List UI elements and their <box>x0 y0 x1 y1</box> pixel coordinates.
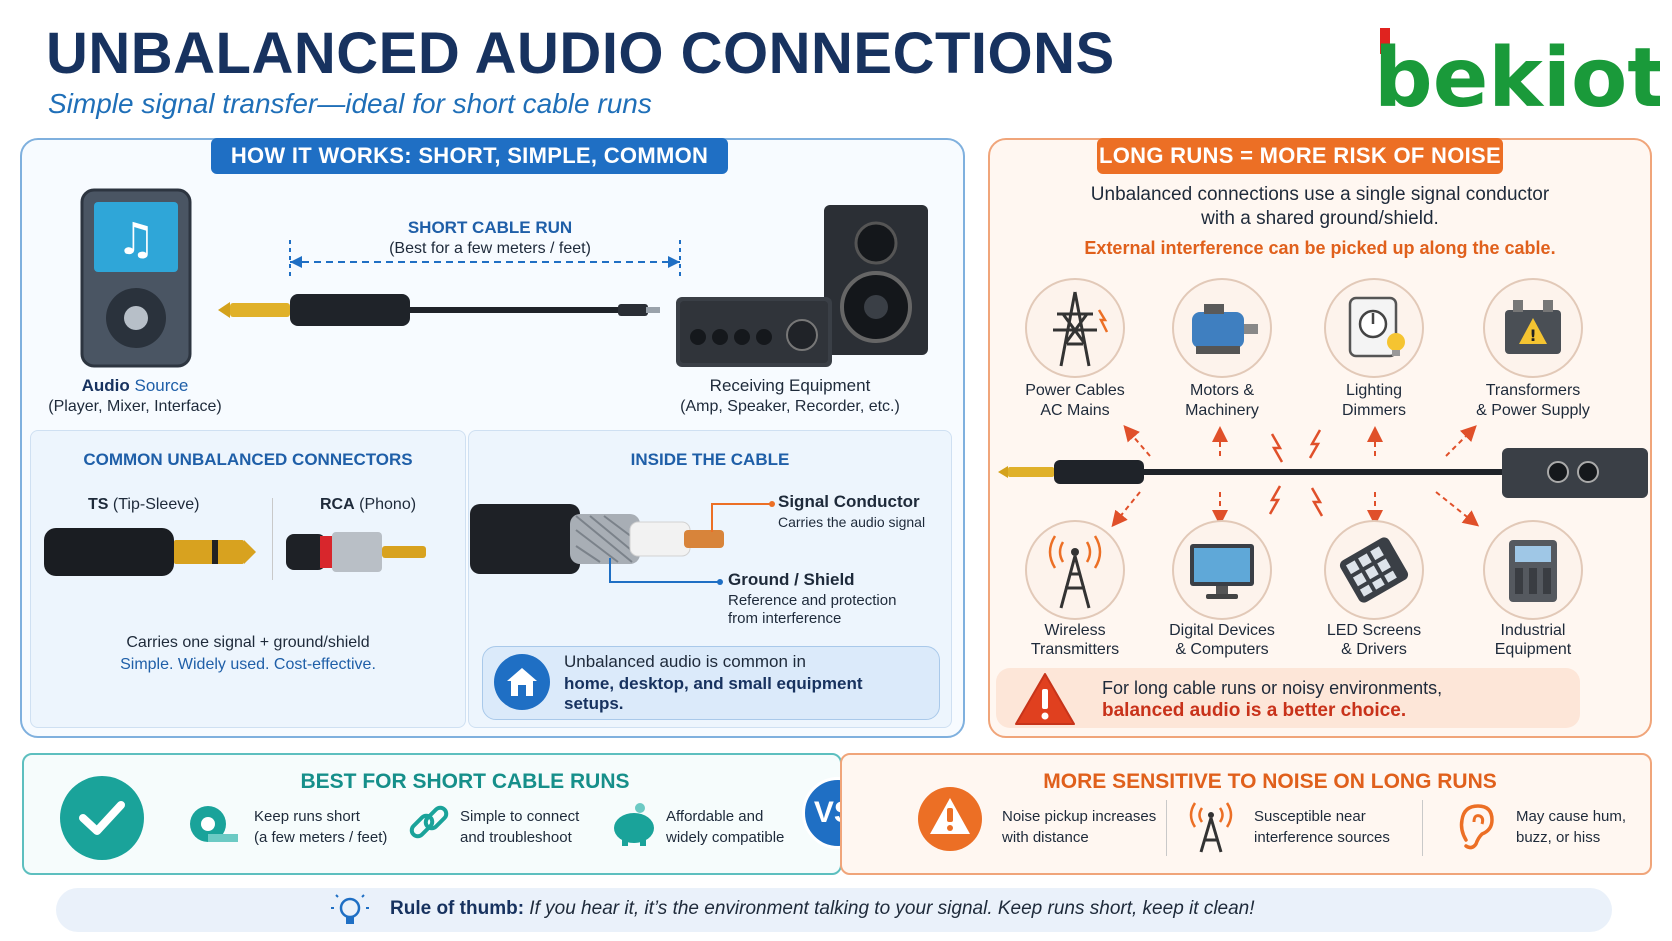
rule-of-thumb-text: Rule of thumb: If you hear it, it’s the … <box>390 898 1255 919</box>
tape-measure-icon <box>190 806 238 842</box>
warning-triangle-icon <box>1015 673 1075 725</box>
audio-source-sub: (Player, Mixer, Interface) <box>48 398 222 415</box>
piggy-bank-icon <box>614 803 654 846</box>
home-icon <box>494 654 550 710</box>
source-label-wireless-2: Transmitters <box>1030 641 1120 658</box>
rca-plug-icon <box>286 532 426 572</box>
source-label-motors-2: Machinery <box>1185 402 1259 419</box>
connector-divider <box>272 498 273 580</box>
noise-item-1-line-2: with distance <box>1002 829 1089 846</box>
noise-warning-icon <box>918 787 982 851</box>
noise-item-1-line-1: Noise pickup increases <box>1002 808 1157 825</box>
source-label-transformers-1: Transformers <box>1485 382 1581 399</box>
best-item-3-line-2: widely compatible <box>666 829 785 846</box>
source-label-industrial-1: Industrial <box>1500 622 1566 639</box>
receiving-equipment-label: Receiving Equipment <box>709 376 871 395</box>
source-label-industrial-2: Equipment <box>1494 641 1572 658</box>
source-label-digital-2: & Computers <box>1175 641 1269 658</box>
source-label-power-2: AC Mains <box>1040 402 1110 419</box>
page-title: UNBALANCED AUDIO CONNECTIONS <box>46 21 1115 86</box>
receiving-equipment-sub: (Amp, Speaker, Recorder, etc.) <box>680 398 900 415</box>
noise-risk-heading: LONG RUNS = MORE RISK OF NOISE <box>1097 138 1503 174</box>
short-cable-run-title: SHORT CABLE RUN <box>407 218 573 237</box>
digital-devices-icon <box>1172 520 1272 620</box>
cable-plug-icon <box>218 294 660 326</box>
ts-plug-icon <box>44 528 256 576</box>
source-label-digital-1: Digital Devices <box>1169 622 1275 639</box>
source-label-led-1: LED Screens <box>1326 622 1422 639</box>
motors-icon <box>1172 278 1272 378</box>
connectors-simple: Simple. Widely used. Cost-effective. <box>120 656 376 673</box>
noise-item-3-line-2: buzz, or hiss <box>1516 829 1601 846</box>
logo-text: bekiot <box>1374 31 1660 116</box>
best-item-1-line-2: (a few meters / feet) <box>254 829 388 846</box>
noise-title: MORE SENSITIVE TO NOISE ON LONG RUNS <box>1043 770 1497 793</box>
signal-conductor-sub: Carries the audio signal <box>778 514 926 530</box>
page-subtitle: Simple signal transfer—ideal for short c… <box>48 88 652 119</box>
best-item-2-line-2: and troubleshoot <box>460 829 572 846</box>
power-cables-icon <box>1025 278 1125 378</box>
inside-cable-title: INSIDE THE CABLE <box>630 450 790 469</box>
antenna-icon <box>1189 802 1233 853</box>
cable-callout-lines <box>609 501 775 585</box>
connectors-panel <box>30 430 466 728</box>
home-line-2: home, desktop, and small equipment <box>564 674 863 693</box>
source-label-led-2: & Drivers <box>1341 641 1407 658</box>
balanced-recommendation <box>996 668 1580 728</box>
connectors-title: COMMON UNBALANCED CONNECTORS <box>83 450 413 469</box>
rule-of-thumb-bar <box>56 888 1612 932</box>
how-it-works-heading: HOW IT WORKS: SHORT, SIMPLE, COMMON <box>211 138 728 174</box>
source-label-lighting-1: Lighting <box>1345 382 1403 399</box>
transformer-icon: ! <box>1483 278 1583 378</box>
noise-item-3-line-1: May cause hum, <box>1516 808 1627 825</box>
source-label-wireless-1: Wireless <box>1044 622 1106 639</box>
short-cable-run-sub: (Best for a few meters / feet) <box>389 240 591 257</box>
svg-text:♫: ♫ <box>116 214 155 265</box>
best-item-1-line-1: Keep runs short <box>254 808 360 825</box>
bekiot-logo: bekiot <box>1374 28 1660 116</box>
ts-label: TS (Tip-Sleeve) <box>88 496 200 513</box>
lighting-dimmer-icon <box>1324 278 1424 378</box>
source-label-power-1: Power Cables <box>1025 382 1125 399</box>
signal-conductor-title: Signal Conductor <box>778 492 920 511</box>
audio-player-icon: ♫ <box>80 188 192 368</box>
best-title: BEST FOR SHORT CABLE RUNS <box>300 770 630 793</box>
source-label-transformers-2: & Power Supply <box>1476 402 1590 419</box>
chain-link-icon <box>409 805 449 839</box>
ground-shield-sub2: from interference <box>728 610 842 627</box>
distance-arrow <box>289 240 681 280</box>
noise-item-2-line-2: interference sources <box>1254 829 1390 846</box>
industrial-equipment-icon <box>1483 520 1583 620</box>
checkmark-icon <box>60 776 144 860</box>
home-use-callout <box>482 646 940 720</box>
risk-warning: External interference can be picked up a… <box>1084 238 1556 258</box>
risk-desc-2: with a shared ground/shield. <box>1201 208 1439 229</box>
source-label-lighting-2: Dimmers <box>1342 402 1406 419</box>
source-label-motors-1: Motors & <box>1189 382 1254 399</box>
home-line-1: Unbalanced audio is common in <box>564 652 806 671</box>
balanced-line-1: For long cable runs or noisy environment… <box>1102 678 1443 698</box>
rca-label: RCA (Phono) <box>320 496 417 513</box>
wireless-transmitter-icon <box>1025 520 1125 620</box>
ground-shield-sub1: Reference and protection <box>728 592 897 609</box>
audio-source-label: Audio Source <box>81 376 189 395</box>
balanced-line-2: balanced audio is a better choice. <box>1102 700 1407 721</box>
led-screens-icon <box>1324 520 1424 620</box>
svg-text:!: ! <box>1529 326 1536 345</box>
cable-cross-section-icon <box>470 504 724 574</box>
noise-item-2-line-1: Susceptible near <box>1254 808 1366 825</box>
ground-shield-title: Ground / Shield <box>728 570 855 589</box>
best-item-2-line-1: Simple to connect <box>460 808 580 825</box>
receiver-speaker-icon <box>676 205 928 367</box>
ear-icon <box>1459 804 1494 850</box>
home-line-3: setups. <box>564 694 624 713</box>
risk-desc-1: Unbalanced connections use a single sign… <box>1090 184 1550 205</box>
lightbulb-icon <box>331 894 369 924</box>
noise-risk-panel <box>988 138 1652 738</box>
best-item-3-line-1: Affordable and <box>666 808 764 825</box>
interference-cable-diagram <box>998 424 1648 528</box>
connectors-carries: Carries one signal + ground/shield <box>126 634 370 651</box>
noise-divider-1 <box>1166 800 1167 856</box>
noise-divider-2 <box>1422 800 1423 856</box>
